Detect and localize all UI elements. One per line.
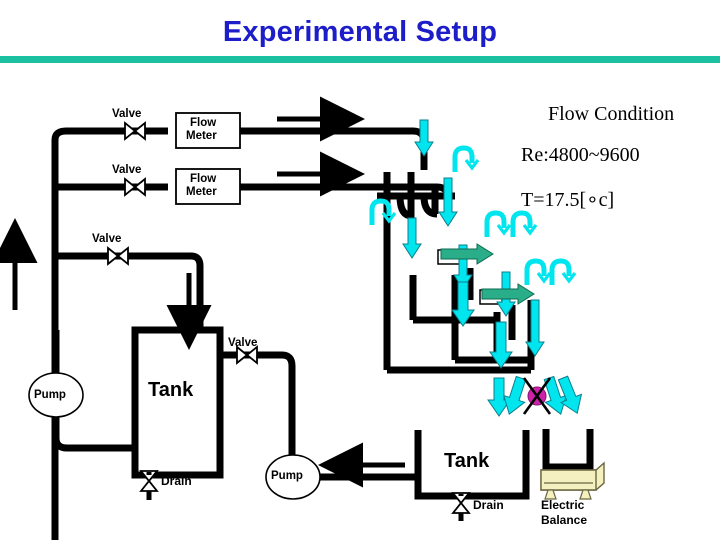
drain-label-left: Drain [161, 474, 192, 488]
green-arrow-overflow-1 [440, 243, 494, 265]
cyan-arrow-v5 [451, 281, 475, 327]
tank-left-label: Tank [148, 379, 194, 401]
pump-left-body [28, 372, 84, 418]
cyan-hook-4 [524, 258, 552, 285]
pumps-group [28, 372, 321, 500]
valve-tank-outlet-symbol[interactable] [236, 345, 258, 365]
tank-right-label: Tank [444, 450, 490, 472]
drain-stems [146, 472, 464, 521]
cyan-hook-6 [369, 198, 397, 225]
valve-left-drain-symbol[interactable] [139, 470, 159, 492]
valve-label-tank-outlet: Valve [228, 337, 258, 349]
pipe-riser-to-top-line [51, 127, 168, 540]
flow-meter-label-middle-line1: Flow [190, 173, 217, 185]
title-divider [0, 56, 720, 63]
valve-top-line-symbol[interactable] [124, 121, 146, 141]
cyan-arrow-v7 [525, 299, 545, 357]
flow-condition-temperature: T=17.5[∘c] [521, 189, 615, 211]
flow-meter-label-top-line1: Flow [190, 117, 217, 129]
flow-meter-boxes [175, 112, 241, 205]
cyan-arrow-v2 [438, 177, 458, 227]
tank-left-body [131, 326, 224, 479]
flow-meter-label-middle-line2: Meter [186, 186, 217, 198]
balance-collection-vessel [542, 429, 594, 471]
valve-bypass-line-symbol[interactable] [107, 246, 129, 266]
green-overflow-arrows [440, 243, 535, 305]
cascade-vessel-assembly [377, 172, 535, 374]
tanks-group [131, 326, 530, 500]
flow-condition-heading: Flow Condition [548, 103, 675, 125]
cyan-arrow-balance-1 [487, 377, 511, 417]
cyan-hook-3 [510, 210, 538, 237]
page-title: Experimental Setup [222, 16, 498, 48]
cyan-hook-5 [549, 258, 577, 285]
green-arrow-overflow-2 [481, 283, 535, 305]
pipe-middle-to-vessel-2 [240, 183, 452, 222]
flow-meter-top-box[interactable] [175, 112, 241, 149]
splitter-node [522, 377, 552, 415]
balance-foot-right [579, 489, 592, 500]
splitter-node-cross [522, 377, 552, 415]
electric-balance-device [540, 429, 605, 500]
valve-label-top: Valve [112, 108, 142, 120]
tank-right-body [414, 430, 530, 500]
balance-body-front [540, 469, 597, 491]
valves-group [107, 121, 471, 521]
valve-label-bypass: Valve [92, 233, 122, 245]
pipe-branch-to-left-tank [55, 252, 204, 330]
balance-foot-left [544, 489, 557, 500]
cyan-hook-1 [452, 145, 480, 172]
cyan-arrow-v1 [414, 119, 434, 157]
pipe-top-to-vessel-1 [240, 127, 428, 170]
electric-balance-label-line2: Balance [541, 513, 588, 527]
drain-label-right: Drain [473, 498, 504, 512]
vessel-inlet-elbow-a [420, 195, 438, 218]
cyan-arrow-v3 [402, 217, 422, 259]
pipe-left-tank-outlet [220, 351, 296, 455]
cyan-hook-arrows [369, 145, 577, 285]
electric-balance-label-line1: Electric [541, 498, 585, 512]
pipe-left-pump-discharge [52, 417, 135, 452]
pump-left-label: Pump [34, 389, 66, 401]
cyan-arrow-balance-3 [543, 375, 568, 415]
cyan-arrow-balance-2 [502, 375, 527, 415]
pump-right-label: Pump [271, 470, 303, 482]
black-flow-arrows [0, 96, 405, 488]
cyan-hook-2 [484, 210, 512, 237]
cyan-arrow-balance-4 [557, 375, 583, 415]
flow-meter-label-top-line2: Meter [186, 130, 217, 142]
cyan-arrow-v8 [489, 321, 513, 369]
valve-label-middle: Valve [112, 164, 142, 176]
vessel-inlet-elbow-b [396, 195, 413, 220]
pipe-network [51, 127, 452, 540]
flow-condition-reynolds: Re:4800~9600 [521, 144, 640, 166]
flow-meter-middle-box[interactable] [175, 168, 241, 205]
valve-middle-line-symbol[interactable] [124, 177, 146, 197]
